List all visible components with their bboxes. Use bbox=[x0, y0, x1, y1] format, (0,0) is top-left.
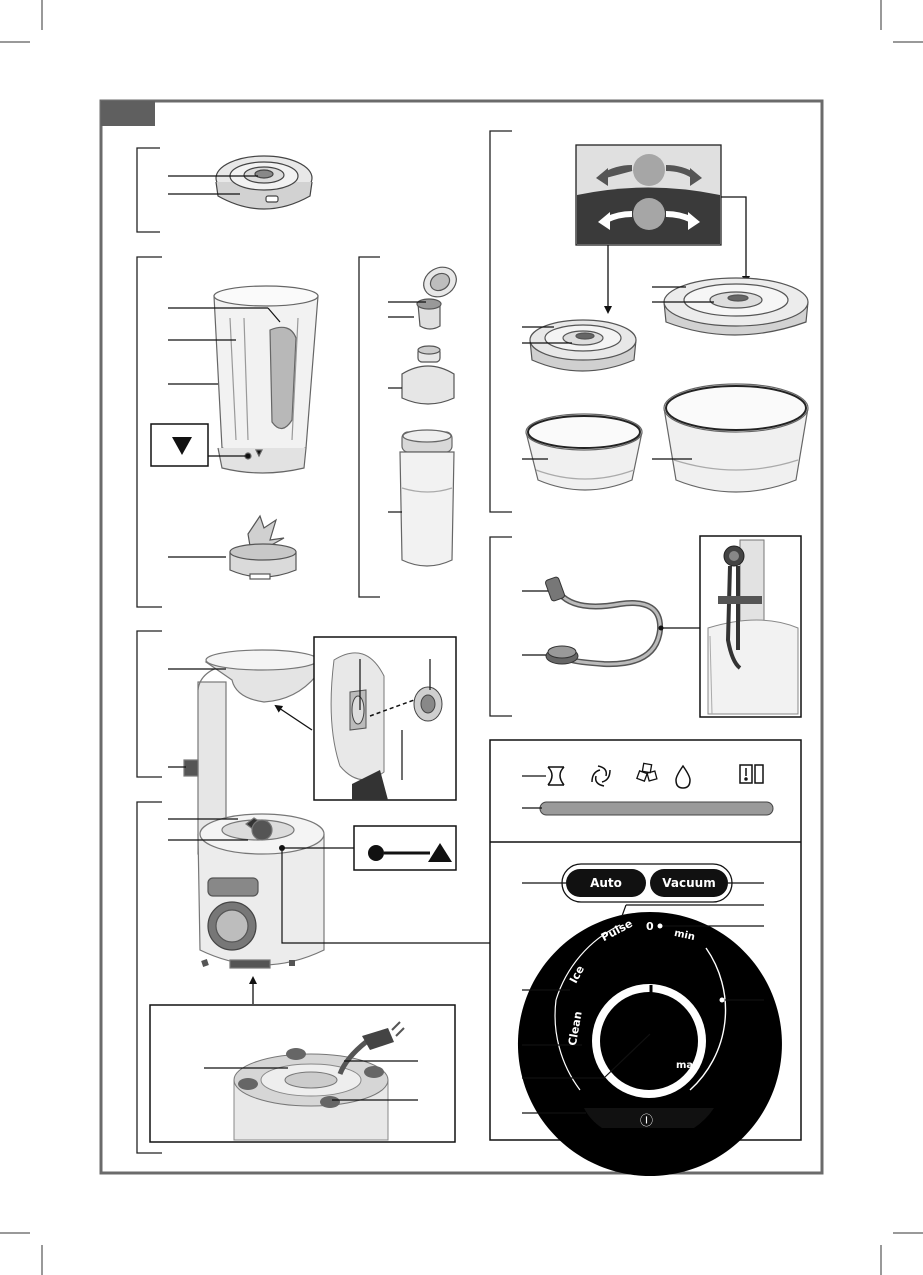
bracket-accessories bbox=[359, 257, 380, 597]
travel-bottle bbox=[400, 430, 454, 566]
lid-top bbox=[216, 156, 312, 209]
figure-tab bbox=[101, 101, 155, 126]
hose-storage-detail bbox=[700, 536, 801, 717]
power-icon[interactable]: Ⓘ bbox=[640, 1110, 653, 1129]
blade-unit bbox=[230, 516, 296, 579]
vacuum-button-label[interactable]: Vacuum bbox=[650, 869, 728, 897]
bottle-lid bbox=[402, 346, 454, 404]
bracket-hose bbox=[490, 537, 512, 716]
bracket-stand bbox=[137, 631, 162, 777]
auto-button-label[interactable]: Auto bbox=[566, 869, 646, 897]
vacuum-hose bbox=[545, 576, 660, 664]
vacuum-container-large bbox=[664, 384, 808, 492]
motor-unit bbox=[198, 814, 324, 968]
vacuum-indicator-panel bbox=[576, 145, 721, 245]
bracket-vacuum bbox=[490, 131, 512, 512]
max-label: max bbox=[676, 1060, 700, 1071]
circle-icon bbox=[368, 845, 384, 861]
progress-bar bbox=[540, 802, 773, 815]
vacuum-container-small bbox=[526, 414, 642, 490]
underside-detail bbox=[150, 1005, 455, 1142]
tray-detail bbox=[314, 637, 456, 800]
blender-jug bbox=[214, 286, 318, 473]
vacuum-lid-small bbox=[530, 320, 636, 371]
flip-cap bbox=[417, 261, 462, 329]
bracket-lid bbox=[137, 148, 160, 232]
zero-label: 0 bbox=[646, 920, 654, 933]
